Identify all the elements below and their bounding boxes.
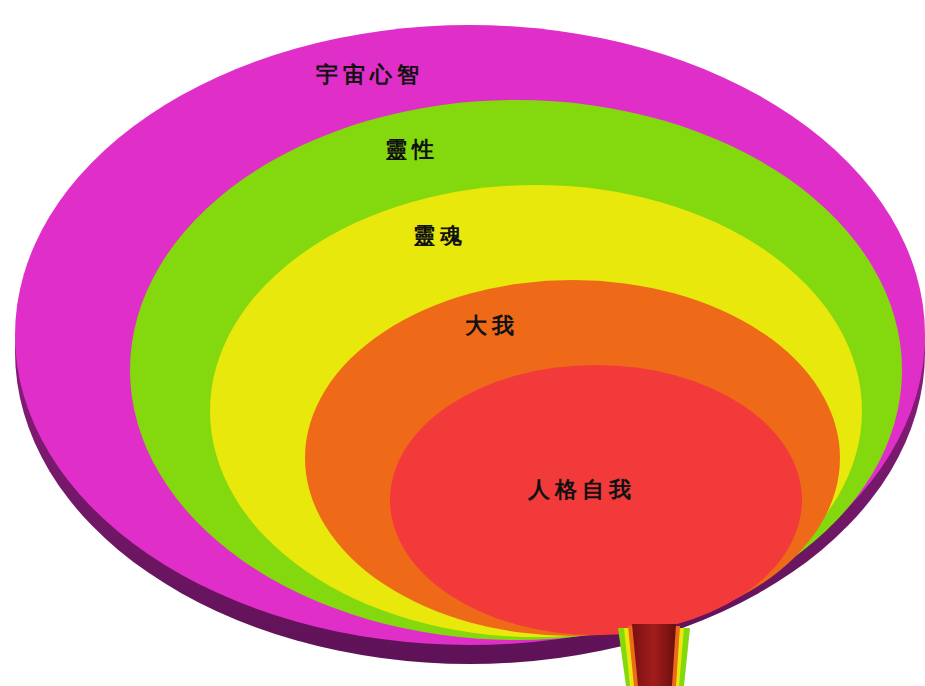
ellipse-fill (305, 280, 840, 636)
ring-band: 靈魂大我人格自我 (210, 185, 862, 637)
ring-band: 靈性靈魂大我人格自我 (130, 100, 902, 640)
ellipse-fill (390, 365, 802, 635)
inner-core: 人格自我 (390, 365, 802, 635)
layer-label: 靈魂 (413, 223, 467, 249)
outer-ring: 宇宙心智靈性靈魂大我人格自我 (15, 25, 925, 645)
ellipse-fill (210, 185, 862, 637)
layer-label: 大我 (465, 313, 519, 339)
layer-label: 靈性 (385, 137, 439, 163)
ellipse-fill (15, 25, 925, 645)
ellipse-fill (130, 100, 902, 640)
layer-label: 宇宙心智 (316, 62, 424, 88)
stem-core (632, 624, 676, 686)
ring-band: 大我人格自我 (305, 280, 840, 636)
layer-label: 人格自我 (528, 477, 636, 503)
